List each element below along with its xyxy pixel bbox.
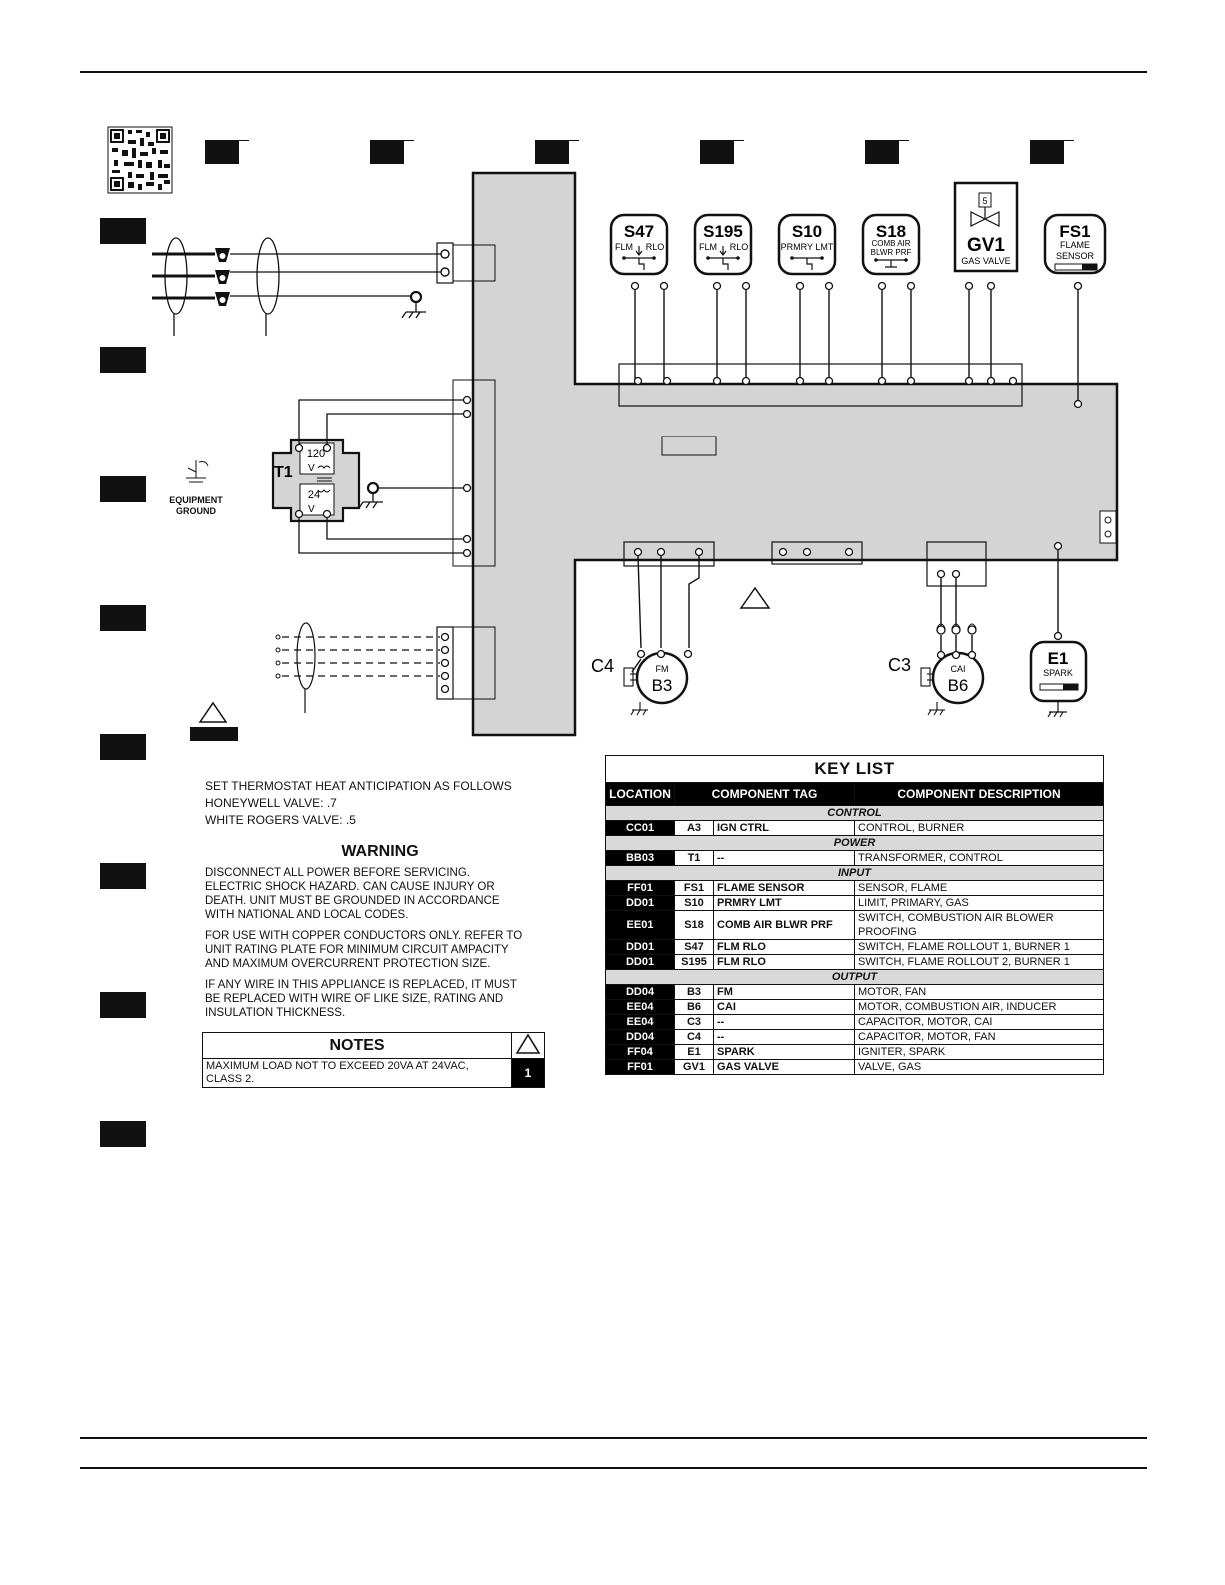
svg-text:S18: S18 <box>876 222 906 241</box>
column-marker <box>535 140 579 164</box>
notes-title: NOTES <box>202 1032 512 1059</box>
wiring-diagram: 120 V 24 V T1 <box>107 126 1119 741</box>
fan-motor-b3: FM B3 <box>623 649 693 716</box>
svg-text:S195: S195 <box>703 222 743 241</box>
row-marker <box>100 347 146 373</box>
column-marker <box>700 140 744 164</box>
svg-text:FLAME: FLAME <box>1060 240 1090 250</box>
table-row: DD01 S195 FLM RLO SWITCH, FLAME ROLLOUT … <box>605 954 1104 970</box>
key-list-header: LOCATION COMPONENT TAG COMPONENT DESCRIP… <box>605 782 1104 806</box>
svg-text:BLWR PRF: BLWR PRF <box>871 248 912 257</box>
table-row: CC01 A3 IGN CTRL CONTROL, BURNER <box>605 820 1104 836</box>
svg-text:GV1: GV1 <box>967 235 1005 256</box>
column-marker <box>1030 140 1074 164</box>
line-voltage-block <box>436 242 454 284</box>
table-row: FF01 FS1 FLAME SENSOR SENSOR, FLAME <box>605 880 1104 896</box>
capacitor-c4-label: C4 <box>591 656 614 676</box>
svg-text:5: 5 <box>982 196 987 206</box>
svg-text:S10: S10 <box>792 222 822 241</box>
svg-text:RLO: RLO <box>730 242 749 252</box>
capacitor-c3-label: C3 <box>888 655 911 675</box>
t1-secondary-unit: V <box>308 504 315 515</box>
section-input: INPUT <box>605 865 1104 881</box>
svg-text:FS1: FS1 <box>1059 222 1090 241</box>
svg-text:FLM: FLM <box>699 242 717 252</box>
row-marker <box>100 605 146 631</box>
svg-text:S47: S47 <box>624 222 654 241</box>
svg-text:B3: B3 <box>652 676 673 695</box>
header-component-description: COMPONENT DESCRIPTION <box>854 782 1104 806</box>
equipment-ground-icon <box>186 460 209 483</box>
svg-text:SPARK: SPARK <box>1043 668 1073 678</box>
section-control: CONTROL <box>605 805 1104 821</box>
column-marker <box>865 140 909 164</box>
bottom-rule-2 <box>80 1467 1147 1469</box>
row-marker <box>100 734 146 760</box>
svg-text:FLM: FLM <box>615 242 633 252</box>
switch-s18: S18 COMB AIR BLWR PRF <box>861 213 921 276</box>
row-marker <box>100 218 146 244</box>
bottom-rule-1 <box>80 1437 1147 1439</box>
igniter-e1: E1 SPARK <box>1029 640 1088 718</box>
t1-secondary-label: 24 <box>308 489 320 501</box>
row-marker <box>100 992 146 1018</box>
table-row: EE04 B6 CAI MOTOR, COMBUSTION AIR, INDUC… <box>605 999 1104 1015</box>
notes-item-1: MAXIMUM LOAD NOT TO EXCEED 20VA AT 24VAC… <box>202 1058 512 1088</box>
qr-code <box>107 126 173 194</box>
section-power: POWER <box>605 835 1104 851</box>
warning-title: WARNING <box>341 843 419 860</box>
svg-text:B6: B6 <box>948 676 969 695</box>
svg-text:RLO: RLO <box>646 242 665 252</box>
key-list-table: KEY LIST LOCATION COMPONENT TAG COMPONEN… <box>605 755 1104 1075</box>
svg-text:SENSOR: SENSOR <box>1056 251 1095 261</box>
top-rule <box>80 71 1147 73</box>
table-row: DD01 S10 PRMRY LMT LIMIT, PRIMARY, GAS <box>605 895 1104 911</box>
table-row: FF04 E1 SPARK IGNITER, SPARK <box>605 1044 1104 1060</box>
control-board <box>471 171 1119 737</box>
header-location: LOCATION <box>605 782 675 806</box>
table-row: DD04 C4 -- CAPACITOR, MOTOR, FAN <box>605 1029 1104 1045</box>
row-marker <box>100 1121 146 1147</box>
table-row: FF01 GV1 GAS VALVE VALVE, GAS <box>605 1059 1104 1075</box>
flame-sensor-fs1: FS1 FLAME SENSOR <box>1043 213 1107 275</box>
t1-tag: T1 <box>274 464 293 481</box>
table-row: EE01 S18 COMB AIR BLWR PRF SWITCH, COMBU… <box>605 910 1104 940</box>
svg-text:COMB AIR: COMB AIR <box>871 239 910 248</box>
warning-text: DISCONNECT ALL POWER BEFORE SERVICING. E… <box>205 867 523 1019</box>
switch-s195: S195 FLM RLO <box>693 213 753 276</box>
switch-s47: S47 FLM RLO <box>609 213 669 276</box>
section-output: OUTPUT <box>605 969 1104 985</box>
board-triangle-icon <box>739 586 771 609</box>
notes-item-1-number: 1 <box>511 1058 545 1088</box>
thermostat-note: SET THERMOSTAT HEAT ANTICIPATION AS FOLL… <box>205 779 512 827</box>
t1-primary-label: 120 <box>307 448 325 460</box>
notes-triangle-icon <box>515 1033 541 1054</box>
notes-table: NOTES MAXIMUM LOAD NOT TO EXCEED 20VA AT… <box>202 1032 545 1088</box>
t1-primary-unit: V <box>308 463 315 474</box>
row-marker <box>100 863 146 889</box>
svg-text:CAI: CAI <box>950 664 965 674</box>
inducer-motor-b6: CAI B6 <box>920 650 985 716</box>
row-marker <box>100 476 146 502</box>
transformer-t1: 120 V 24 V T1 <box>271 399 463 554</box>
svg-text:E1: E1 <box>1048 649 1069 668</box>
table-row: BB03 T1 -- TRANSFORMER, CONTROL <box>605 850 1104 866</box>
note-triangle-icon <box>198 701 228 723</box>
svg-text:PRMRY LMT: PRMRY LMT <box>781 242 834 252</box>
table-row: DD04 B3 FM MOTOR, FAN <box>605 984 1104 1000</box>
svg-text:FM: FM <box>656 664 669 674</box>
svg-text:GAS VALVE: GAS VALVE <box>961 256 1010 266</box>
table-row: EE04 C3 -- CAPACITOR, MOTOR, CAI <box>605 1014 1104 1030</box>
key-list-title: KEY LIST <box>605 755 1104 783</box>
switch-s10: S10 PRMRY LMT <box>777 213 837 276</box>
equipment-ground-label: EQUIPMENT GROUND <box>169 495 223 516</box>
table-row: DD01 S47 FLM RLO SWITCH, FLAME ROLLOUT 1… <box>605 939 1104 955</box>
gas-valve-gv1: 5 GV1 GAS VALVE <box>953 181 1019 273</box>
header-component-tag: COMPONENT TAG <box>674 782 855 806</box>
top-terminal-strip <box>618 363 1023 407</box>
column-marker <box>205 140 249 164</box>
column-marker <box>370 140 414 164</box>
notes-triangle-cell <box>511 1032 545 1059</box>
